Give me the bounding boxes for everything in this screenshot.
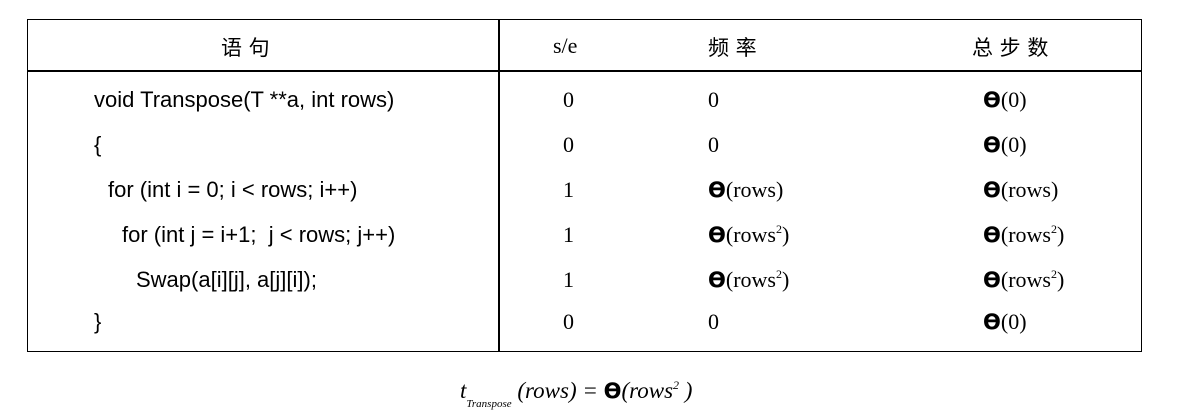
expr-arg: rows (1008, 177, 1051, 202)
paren-open: ( (1000, 309, 1009, 334)
paren-close: ) (1050, 177, 1059, 202)
header-divider (28, 70, 1141, 72)
paren-close: ) (781, 222, 790, 247)
statement-cell: void Transpose(T **a, int rows) (94, 87, 395, 112)
exponent: 2 (775, 222, 782, 236)
statement-cell: } (94, 309, 102, 334)
expr-arg: 0 (1008, 87, 1020, 112)
formula-t: t (460, 378, 467, 403)
theta-icon: ϴ (983, 268, 1001, 292)
paren-close: ) (1056, 222, 1065, 247)
paren-open: ( (725, 267, 734, 292)
paren-open: ( (1000, 267, 1009, 292)
statement-cell: Swap(a[i][j], a[j][i]); (136, 267, 317, 292)
se-cell: 1 (563, 222, 574, 247)
paren-open: ( (725, 177, 734, 202)
paren-open: ( (1000, 87, 1009, 112)
expr-arg: 0 (1008, 309, 1020, 334)
theta-icon: ϴ (603, 379, 622, 403)
paren-open: ( (1000, 177, 1009, 202)
se-cell: 1 (563, 177, 574, 202)
total-steps-cell: ϴ(rows2) (983, 267, 1064, 293)
paren-open: ( (725, 222, 734, 247)
statement-cell: for (int i = 0; i < rows; i++) (108, 177, 358, 202)
exponent: 2 (1050, 267, 1057, 281)
expr-arg: rows (1008, 222, 1051, 247)
theta-icon: ϴ (983, 88, 1001, 112)
frequency-cell: ϴ(rows2) (708, 267, 789, 293)
column-divider (498, 20, 500, 351)
formula-lhs: (rows) = (517, 378, 604, 403)
paren-close: ) (1056, 267, 1065, 292)
header-frequency: 频 率 (708, 36, 757, 60)
se-cell: 0 (563, 87, 574, 112)
frequency-cell: 0 (708, 87, 719, 113)
exponent: 2 (1050, 222, 1057, 236)
paren-close: ) (775, 177, 784, 202)
frequency-cell: 0 (708, 132, 719, 158)
paren-close: ) (781, 267, 790, 292)
se-cell: 1 (563, 267, 574, 292)
theta-icon: ϴ (983, 178, 1001, 202)
theta-icon: ϴ (708, 178, 726, 202)
expr-arg: rows (1008, 267, 1051, 292)
paren-close: ) (1019, 309, 1027, 334)
complexity-table: 语 句 s/e 频 率 总 步 数 void Transpose(T **a, … (27, 19, 1142, 352)
formula-close: ) (679, 378, 693, 403)
total-steps-cell: ϴ(rows2) (983, 222, 1064, 248)
frequency-cell: ϴ(rows2) (708, 222, 789, 248)
expr-arg: rows (733, 267, 776, 292)
theta-icon: ϴ (983, 223, 1001, 247)
expr-arg: 0 (708, 87, 719, 112)
expr-arg: 0 (708, 309, 719, 334)
paren-open: ( (1000, 132, 1009, 157)
frequency-cell: ϴ(rows) (708, 177, 783, 203)
paren-close: ) (1019, 87, 1027, 112)
expr-arg: 0 (708, 132, 719, 157)
statement-cell: { (94, 132, 102, 157)
theta-icon: ϴ (708, 268, 726, 292)
exponent: 2 (775, 267, 782, 281)
theta-icon: ϴ (983, 133, 1001, 157)
expr-arg: 0 (1008, 132, 1020, 157)
expr-arg: rows (733, 177, 776, 202)
header-total-steps: 总 步 数 (972, 36, 1049, 60)
total-steps-cell: ϴ(rows) (983, 177, 1058, 203)
statement-cell: for (int j = i+1; j < rows; j++) (122, 222, 396, 247)
theta-icon: ϴ (983, 310, 1001, 334)
total-steps-cell: ϴ(0) (983, 87, 1027, 113)
se-cell: 0 (563, 309, 574, 334)
paren-close: ) (1019, 132, 1027, 157)
paren-open: ( (1000, 222, 1009, 247)
complexity-formula: tTranspose (rows) = ϴ(rows2 ) (460, 378, 692, 410)
theta-icon: ϴ (708, 223, 726, 247)
formula-exponent: 2 (673, 378, 680, 392)
se-cell: 0 (563, 132, 574, 157)
header-statement: 语 句 (221, 36, 270, 60)
frequency-cell: 0 (708, 309, 719, 335)
expr-arg: rows (733, 222, 776, 247)
total-steps-cell: ϴ(0) (983, 309, 1027, 335)
total-steps-cell: ϴ(0) (983, 132, 1027, 158)
formula-rhs: (rows (621, 378, 674, 403)
formula-subscript: Transpose (466, 398, 512, 410)
header-se: s/e (553, 33, 578, 58)
